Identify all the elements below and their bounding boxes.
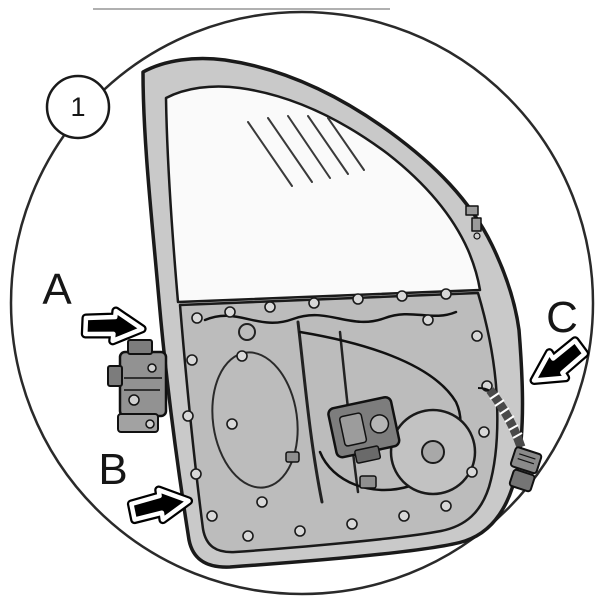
harness-lead [477, 387, 491, 392]
glass-highlight-hatching [247, 115, 365, 187]
latch-striker [107, 365, 123, 387]
label-a: A [42, 265, 72, 314]
callout-1: 1 [45, 74, 111, 140]
label-b: B [98, 445, 127, 494]
harness-clip-2 [285, 451, 300, 463]
belt-line-grommet [238, 323, 256, 341]
callout-circle [45, 74, 111, 140]
label-c: C [546, 293, 578, 342]
harness-clip [359, 475, 377, 489]
wiring-harness-top [203, 310, 458, 324]
latch-top-tab [127, 339, 153, 355]
regulator-rail-left [296, 320, 324, 504]
connector-plugs [508, 446, 543, 493]
corrugated-tube [486, 387, 526, 449]
door-illustration [141, 56, 525, 569]
motor-gearbox [338, 412, 368, 447]
speaker [389, 408, 477, 496]
motor-connector [354, 445, 382, 464]
window-glass [164, 85, 482, 304]
wiring-connector [477, 387, 543, 493]
pillar-bracket [465, 205, 482, 240]
speaker-center [421, 440, 445, 464]
main-circle [9, 10, 595, 596]
bolt-holes [182, 288, 493, 542]
tube-ribs [489, 392, 523, 439]
window-regulator-motor [327, 395, 401, 464]
motor-spindle [369, 414, 390, 434]
door-latch-assembly [107, 339, 168, 433]
callout-number: 1 [70, 92, 85, 122]
